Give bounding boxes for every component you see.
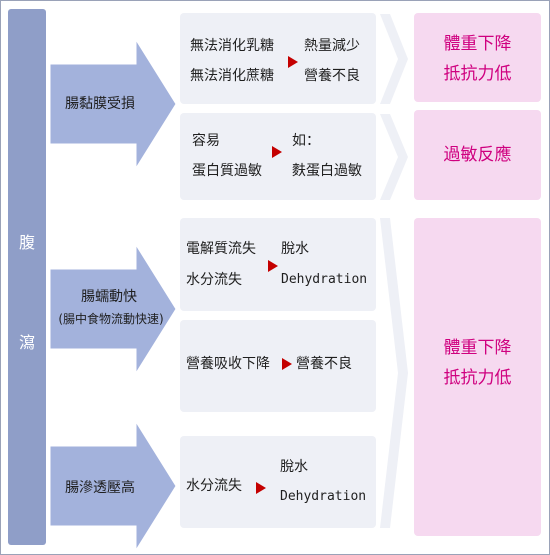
mucosa-damage-arrow: 腸黏膜受損 — [50, 40, 180, 170]
box-left-line1: 無法消化乳糖 — [190, 38, 274, 54]
allergy-result: 過敏反應 — [414, 110, 541, 200]
water-loss-box: 水分流失 脫水 Dehydration — [180, 436, 376, 528]
arrow-label-line1: 腸蠕動快 — [81, 289, 137, 305]
result-line2: 抵抗力低 — [443, 368, 512, 388]
lactose-box: 無法消化乳糖 無法消化蔗糖 熱量減少 營養不良 — [180, 13, 376, 104]
box-right-line1: 脫水 — [281, 241, 309, 257]
pointer-icon — [282, 358, 292, 370]
box-right-line1: 如： — [292, 133, 320, 149]
box-left-line2: 水分流失 — [186, 272, 242, 288]
box-left-line2: 蛋白質過敏 — [192, 163, 262, 179]
result-line1: 體重下降 — [443, 34, 512, 54]
pointer-icon — [268, 260, 278, 272]
box-right-line2: Dehydration — [281, 272, 368, 287]
diarrhea-char-2: 瀉 — [18, 333, 35, 352]
electrolyte-box: 電解質流失 水分流失 脫水 Dehydration — [180, 218, 376, 311]
nutrient-absorption-box: 營養吸收下降 營養不良 — [180, 320, 376, 412]
box-left-line2: 無法消化蔗糖 — [190, 68, 274, 84]
box-left-line1: 水分流失 — [186, 478, 242, 494]
pointer-icon — [256, 482, 266, 494]
diarrhea-char-1: 腹 — [18, 233, 35, 252]
chevron-connector-3 — [380, 218, 408, 528]
result-line1: 體重下降 — [443, 338, 512, 358]
arrow-shape — [50, 422, 177, 552]
arrow-label: 腸滲透壓高 — [65, 480, 135, 496]
box-left-line1: 營養吸收下降 — [186, 356, 270, 372]
chevron-connector-1 — [380, 14, 408, 104]
pointer-icon — [288, 56, 298, 68]
arrow-label-line2: (腸中食物流動快速) — [58, 312, 164, 326]
protein-allergy-box: 容易 蛋白質過敏 如： 麩蛋白過敏 — [180, 113, 376, 200]
weight-loss-result-2: 體重下降 抵抗力低 — [414, 218, 541, 536]
box-right-line2: 麩蛋白過敏 — [292, 163, 362, 179]
pointer-icon — [272, 146, 282, 158]
box-left-line1: 容易 — [192, 133, 220, 149]
osmotic-pressure-arrow: 腸滲透壓高 — [50, 422, 180, 552]
result-line1: 過敏反應 — [443, 145, 512, 165]
arrow-label: 腸黏膜受損 — [65, 96, 135, 112]
box-right-line1: 脫水 — [280, 459, 308, 475]
result-line2: 抵抗力低 — [443, 64, 512, 84]
box-right-line1: 營養不良 — [296, 356, 352, 372]
box-right-line2: Dehydration — [280, 489, 367, 504]
weight-loss-result-1: 體重下降 抵抗力低 — [414, 13, 541, 102]
fast-peristalsis-arrow: 腸蠕動快 (腸中食物流動快速) — [50, 245, 180, 375]
arrow-shape — [50, 245, 177, 375]
diarrhea-bar: 腹 瀉 — [8, 9, 46, 545]
chevron-connector-2 — [380, 114, 408, 200]
arrow-shape — [50, 40, 177, 170]
box-left-line1: 電解質流失 — [186, 241, 256, 257]
box-right-line1: 熱量減少 — [304, 38, 360, 54]
box-right-line2: 營養不良 — [304, 68, 360, 84]
